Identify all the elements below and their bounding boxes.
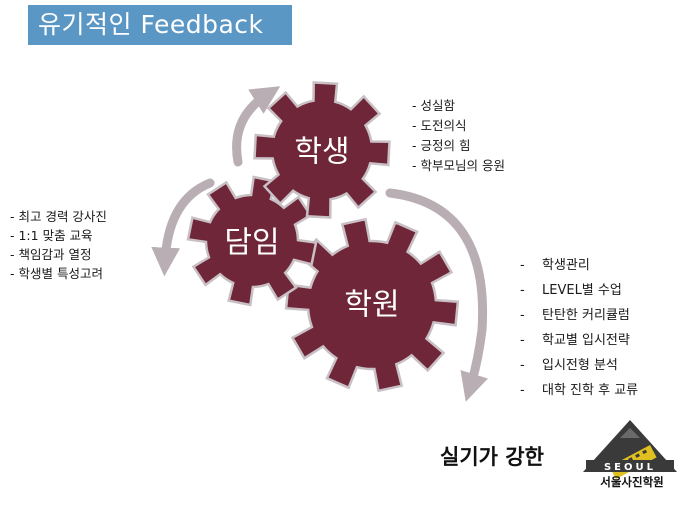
academy-point: - LEVEL별 수업: [520, 278, 638, 303]
student-points: - 성실함 - 도전의식 - 긍정의 힘 - 학부모님의 응원: [412, 96, 505, 176]
arrow-to-academy: [385, 188, 488, 402]
academy-point: - 입시전형 분석: [520, 353, 638, 378]
academy-point-text: 입시전형 분석: [542, 358, 618, 373]
teacher-point: - 학생별 특성고려: [10, 266, 103, 281]
student-point: - 학부모님의 응원: [412, 158, 505, 173]
dash: -: [520, 358, 525, 373]
dash: -: [520, 258, 525, 273]
academy-logo-icon: SEOUL: [583, 420, 677, 479]
dash: -: [520, 383, 525, 398]
student-point: - 성실함: [412, 98, 455, 113]
page-title: 유기적인 Feedback: [28, 5, 292, 45]
student-point: - 긍정의 힘: [412, 138, 471, 153]
academy-points: - 학생관리 - LEVEL별 수업 - 탄탄한 커리큘럼 - 학교별 입시전략 - 입시…: [520, 253, 638, 403]
academy-name: 서울사진학원: [600, 475, 664, 489]
arrow-to-teacher: [151, 178, 215, 277]
teacher-points: - 최고 경력 강사진 - 1:1 맞춤 교육 - 책임감과 열정 - 학생별 …: [10, 207, 107, 283]
student-gear: [253, 81, 391, 219]
logo-mark-text: SEOUL: [604, 462, 656, 473]
academy-point-text: 학교별 입시전략: [542, 333, 630, 348]
academy-point-text: 탄탄한 커리큘럼: [542, 308, 630, 323]
teacher-point: - 최고 경력 강사진: [10, 209, 107, 224]
teacher-point: - 1:1 맞춤 교육: [10, 228, 93, 243]
student-gear-label: 학생: [294, 135, 349, 170]
arrow-to-student: [232, 86, 281, 167]
dash: -: [520, 308, 525, 323]
academy-point-text: LEVEL별 수업: [542, 283, 622, 298]
academy-point: - 학교별 입시전략: [520, 328, 638, 353]
teacher-gear: [186, 175, 318, 307]
tagline: 실기가 강한: [440, 445, 544, 469]
academy-point-text: 학생관리: [542, 258, 590, 273]
student-point: - 도전의식: [412, 118, 467, 133]
academy-point: - 대학 진학 후 교류: [520, 378, 638, 403]
teacher-point: - 책임감과 열정: [10, 247, 92, 262]
academy-point: - 탄탄한 커리큘럼: [520, 303, 638, 328]
academy-gear: [284, 217, 460, 393]
academy-point: - 학생관리: [520, 253, 638, 278]
academy-point-text: 대학 진학 후 교류: [542, 383, 639, 398]
dash: -: [520, 283, 525, 298]
academy-gear-label: 학원: [344, 288, 399, 323]
dash: -: [520, 333, 525, 348]
teacher-gear-label: 담임: [224, 226, 279, 261]
